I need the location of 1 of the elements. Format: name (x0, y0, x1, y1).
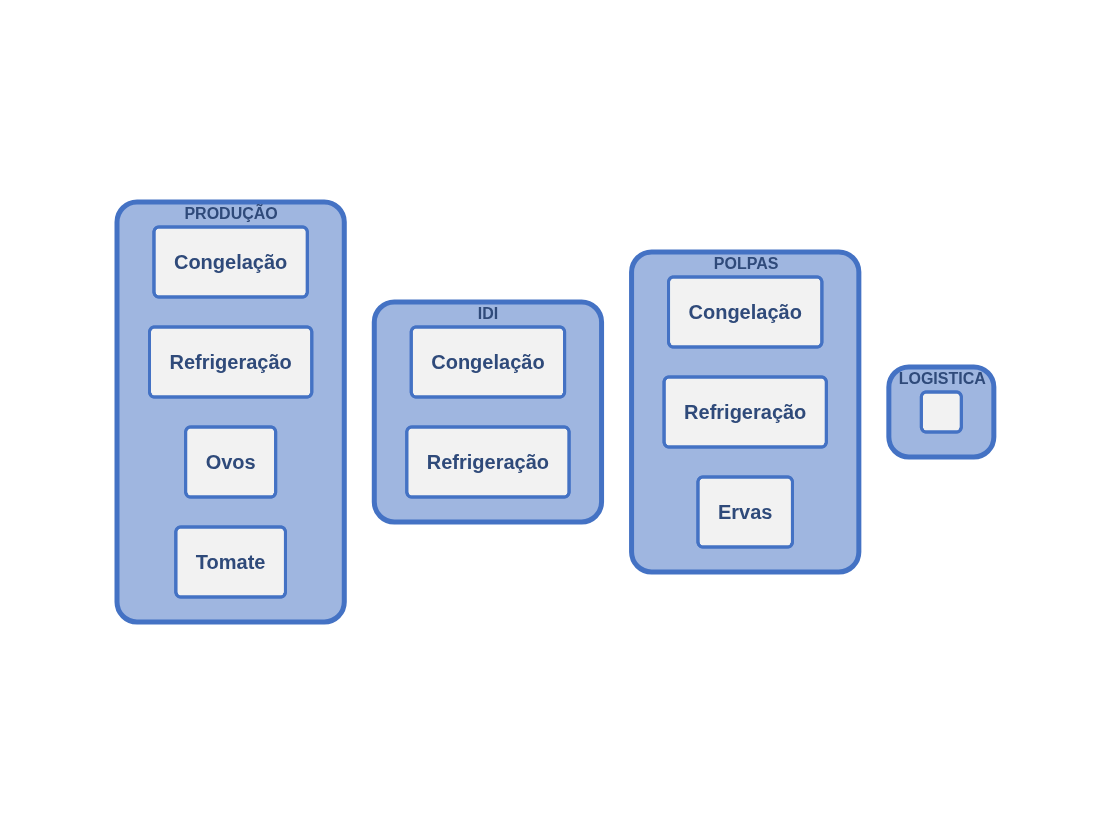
cluster: LOGISTICA (885, 364, 996, 459)
